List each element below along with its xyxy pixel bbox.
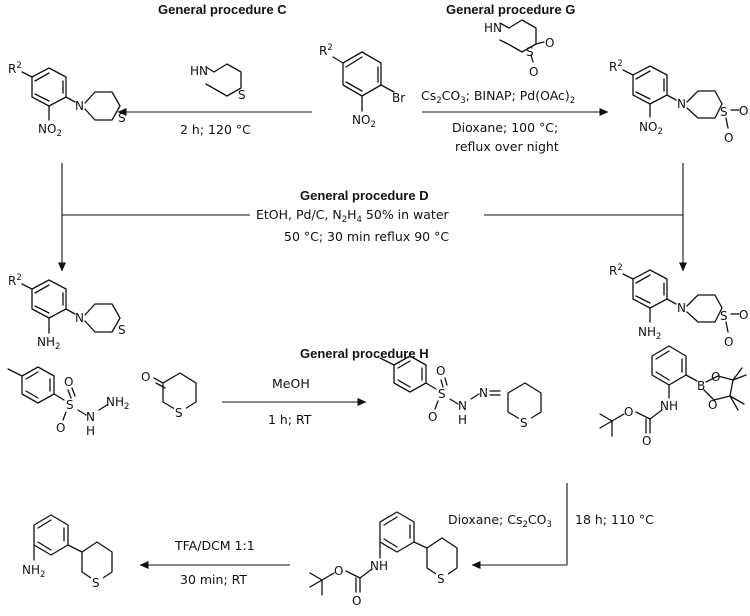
atom-o: O (724, 335, 733, 349)
molecule-thiomorpholine: HN S (190, 63, 246, 102)
atom-r2: R2 (609, 263, 623, 278)
atom-nh2: NH2 (638, 325, 661, 342)
atom-s: S (238, 88, 246, 102)
title-procedure-g: General procedure G (446, 2, 575, 17)
atom-s: S (437, 572, 445, 586)
condition-g-reagents: Cs2CO3; BINAP; Pd(OAc)2 (421, 88, 575, 106)
atom-o: O (724, 131, 733, 145)
atom-r2: R2 (609, 59, 623, 74)
molecule-product-c: R2 N S NO2 (8, 61, 126, 139)
atom-br: Br (392, 91, 405, 105)
atom-n: N (479, 386, 488, 400)
condition-c: 2 h; 120 °C (180, 122, 251, 137)
atom-o: O (711, 370, 720, 384)
atom-o: O (529, 65, 538, 79)
atom-o: O (624, 405, 633, 419)
atom-r2: R2 (319, 43, 333, 58)
atom-r2: R2 (8, 61, 22, 76)
title-procedure-h: General procedure H (300, 346, 429, 361)
condition-g-time: reflux over night (455, 139, 559, 154)
atom-nh: HN (484, 21, 502, 35)
atom-o: O (64, 375, 73, 389)
atom-o: O (545, 36, 554, 50)
molecule-tosylhydrazone: O S O N H N S (379, 355, 542, 430)
atom-o: O (334, 564, 343, 578)
atom-nh2: NH2 (22, 563, 45, 580)
atom-s: S (520, 416, 528, 430)
atom-s: S (92, 576, 100, 590)
atom-b: B (697, 379, 705, 393)
atom-nh: NH (660, 399, 678, 413)
atom-n: N (677, 97, 686, 111)
condition-coupling-reagents: Dioxane; Cs2CO3 (448, 512, 552, 530)
condition-h-solvent: MeOH (272, 376, 310, 391)
atom-nh: N (86, 410, 95, 424)
atom-nh: NH (370, 559, 388, 573)
molecule-aryl-bromide: Br R2 NO2 (319, 43, 405, 130)
atom-n: N (75, 99, 84, 113)
condition-d-reagents: EtOH, Pd/C, N2H4 50% in water (256, 207, 450, 225)
atom-o: O (436, 364, 445, 378)
molecule-thiopyranyl-aniline: S NH2 (22, 514, 113, 590)
atom-o: O (708, 398, 717, 412)
molecule-tosyl-hydrazide: O S O N H NH2 (7, 366, 129, 438)
condition-deprotection-time: 30 min; RT (180, 572, 247, 587)
atom-s: S (66, 398, 74, 412)
title-procedure-c: General procedure C (158, 2, 287, 17)
atom-nh: HN (190, 64, 208, 78)
condition-h-time: 1 h; RT (268, 412, 312, 427)
condition-coupling-time: 18 h; 110 °C (575, 512, 654, 527)
atom-nh2: NH2 (106, 395, 129, 412)
molecule-thiopyranone: O S (141, 370, 197, 420)
atom-h: H (458, 413, 467, 427)
atom-o: O (428, 410, 437, 424)
atom-no2: NO2 (38, 122, 62, 139)
atom-n: N (458, 399, 467, 413)
atom-no2: NO2 (639, 120, 663, 137)
condition-deprotection-reagent: TFA/DCM 1:1 (174, 538, 255, 553)
atom-o: O (56, 421, 65, 435)
atom-s: S (720, 105, 728, 119)
molecule-boc-thiopyranyl-aniline: S NH O O (309, 511, 458, 608)
atom-h: H (86, 424, 95, 438)
title-procedure-d: General procedure D (300, 188, 429, 203)
molecule-aniline-thiomorpholine-dioxide: R2 N S O O NH2 (609, 263, 748, 349)
molecule-boc-aryl-boronate: B O O NH O O (599, 345, 747, 448)
atom-s: S (175, 406, 183, 420)
atom-r2: R2 (8, 273, 22, 288)
atom-o: O (352, 594, 361, 608)
condition-d-temp: 50 °C; 30 min reflux 90 °C (284, 229, 449, 244)
atom-o: O (141, 370, 150, 384)
atom-o: O (739, 308, 748, 322)
atom-nh2: NH2 (37, 335, 60, 352)
molecule-product-g: R2 N S O O NO2 (609, 59, 748, 145)
reaction-arrows (58, 108, 687, 569)
condition-g-solvent: Dioxane; 100 °C; (452, 120, 558, 135)
atom-s: S (118, 323, 126, 337)
atom-o: O (739, 104, 748, 118)
atom-s: S (438, 387, 446, 401)
atom-o: O (642, 434, 651, 448)
atom-s: S (526, 45, 534, 59)
molecule-thiomorpholine-dioxide: HN S O O (484, 19, 554, 79)
atom-n: N (677, 301, 686, 315)
atom-s: S (720, 309, 728, 323)
molecule-aniline-thiomorpholine: R2 N S NH2 (8, 273, 126, 352)
atom-s: S (118, 111, 126, 125)
atom-no2: NO2 (352, 113, 376, 130)
atom-n: N (75, 311, 84, 325)
